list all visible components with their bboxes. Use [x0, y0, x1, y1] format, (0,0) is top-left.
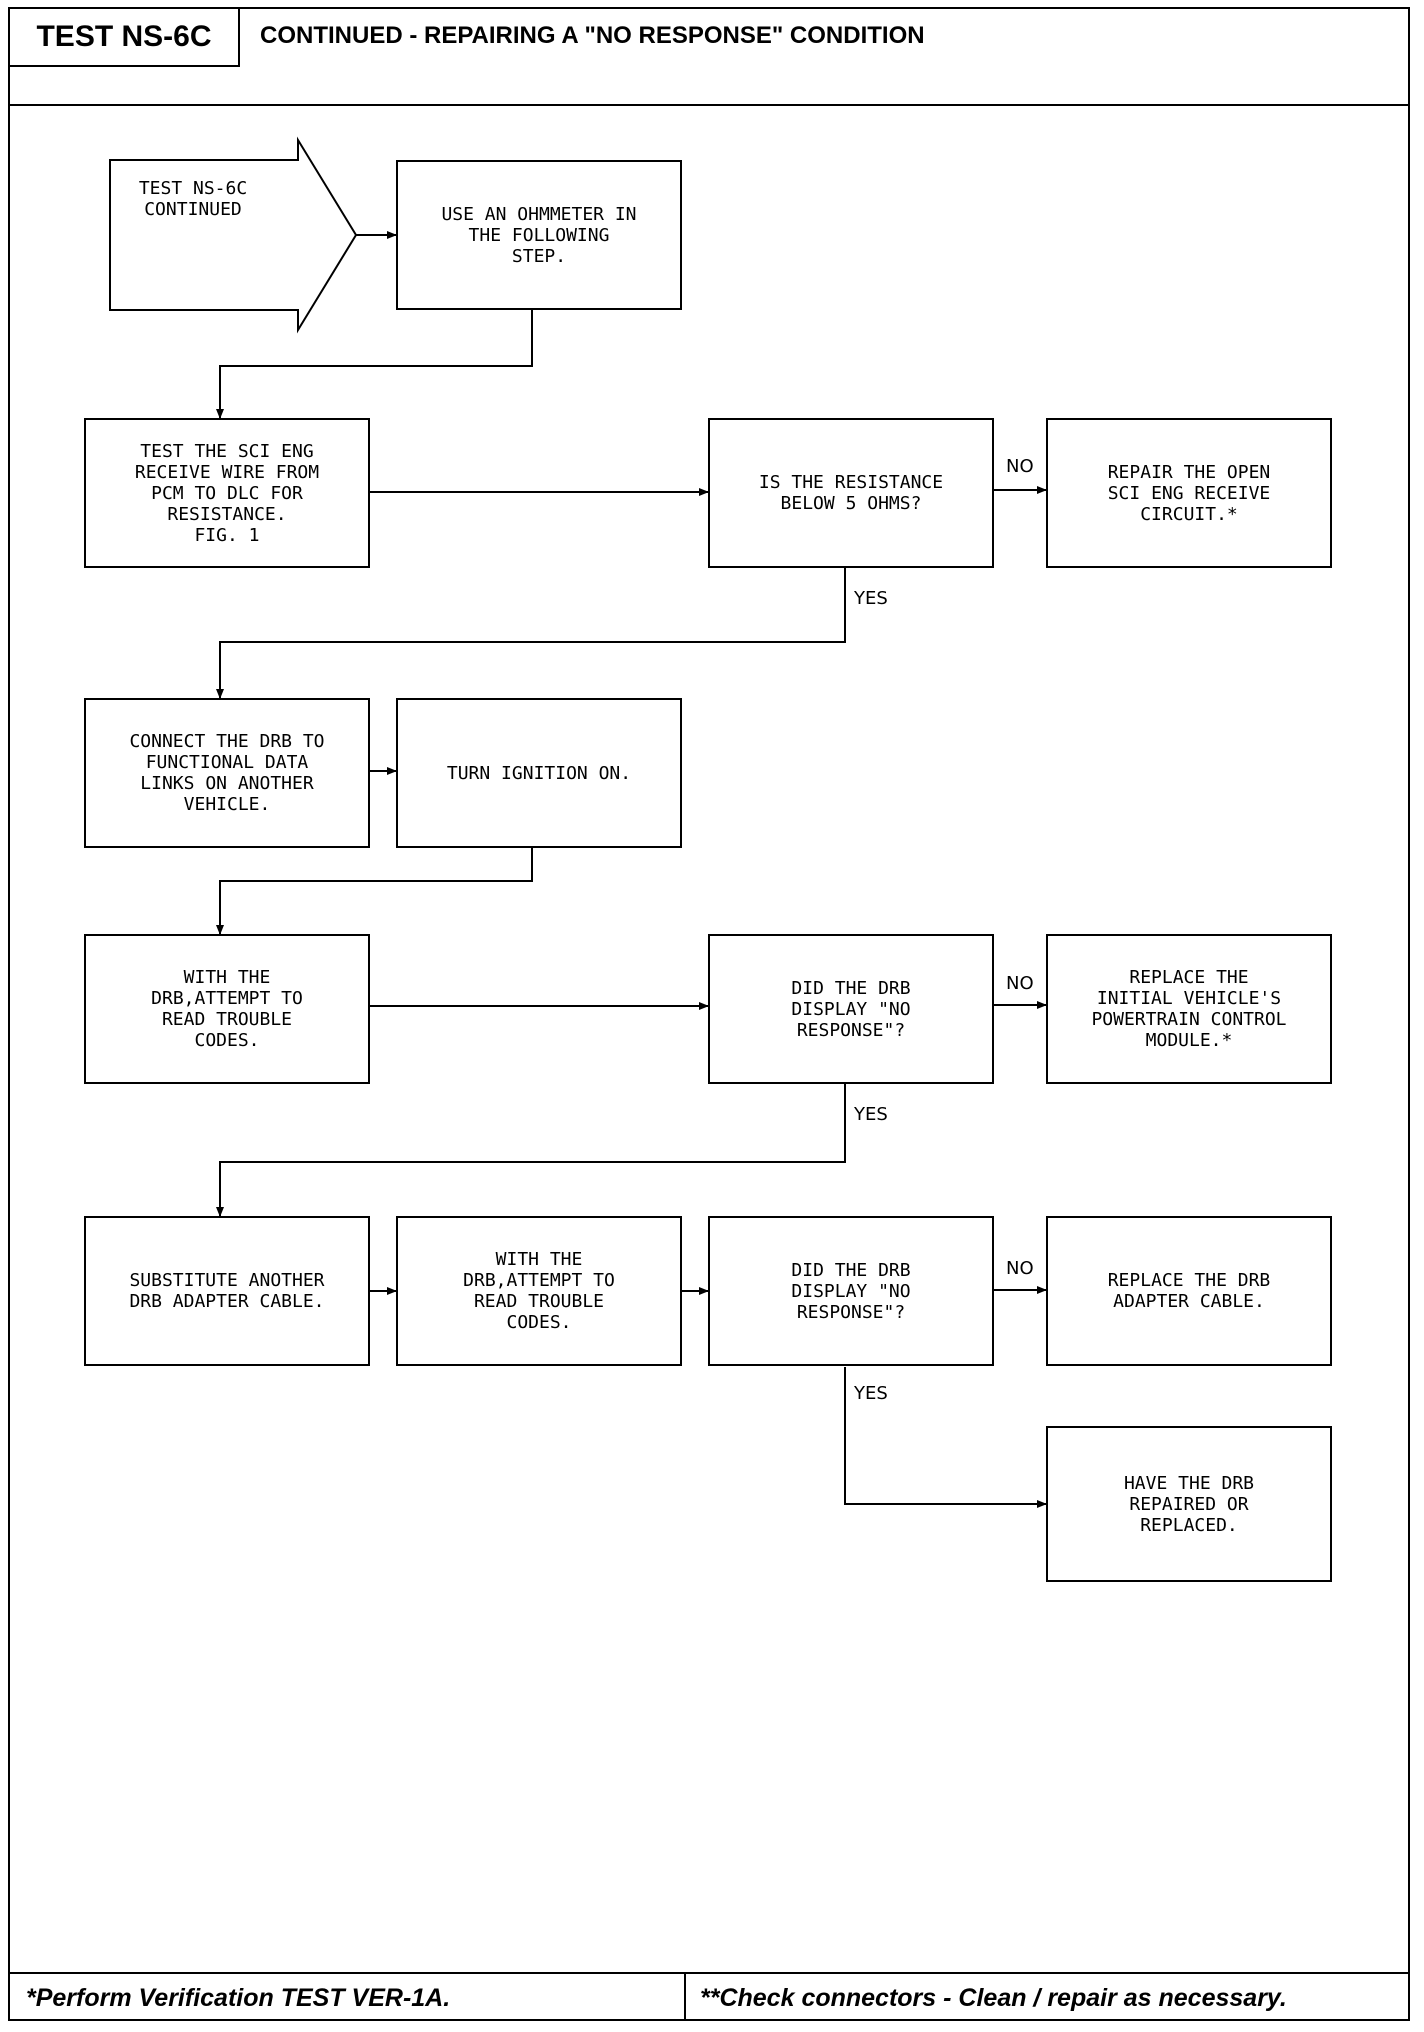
step-turn-ignition-on-text: TURN IGNITION ON.	[446, 762, 632, 784]
page-title: CONTINUED - REPAIRING A "NO RESPONSE" CO…	[260, 22, 925, 49]
decision-no-response-2-text: DID THE DRB DISPLAY "NO RESPONSE"?	[791, 1259, 911, 1323]
step-repair-open-circuit: REPAIR THE OPEN SCI ENG RECEIVE CIRCUIT.…	[1046, 418, 1332, 568]
decision-resistance: IS THE RESISTANCE BELOW 5 OHMS?	[708, 418, 994, 568]
decision-no-response-1: DID THE DRB DISPLAY "NO RESPONSE"?	[708, 934, 994, 1084]
step-connect-drb-text: CONNECT THE DRB TO FUNCTIONAL DATA LINKS…	[129, 731, 325, 815]
decision-no-response-1-text: DID THE DRB DISPLAY "NO RESPONSE"?	[791, 977, 911, 1041]
branch-label-no-2: NO	[1006, 973, 1034, 994]
step-replace-pcm-text: REPLACE THE INITIAL VEHICLE'S POWERTRAIN…	[1091, 967, 1287, 1051]
decision-resistance-text: IS THE RESISTANCE BELOW 5 OHMS?	[758, 472, 944, 514]
step-test-sci-wire-text: TEST THE SCI ENG RECEIVE WIRE FROM PCM T…	[134, 440, 320, 546]
step-test-sci-wire: TEST THE SCI ENG RECEIVE WIRE FROM PCM T…	[84, 418, 370, 568]
step-replace-adapter-cable-text: REPLACE THE DRB ADAPTER CABLE.	[1107, 1270, 1271, 1312]
start-arrow-shape	[109, 136, 358, 334]
footer-column-divider	[684, 1972, 686, 2021]
step-substitute-cable: SUBSTITUTE ANOTHER DRB ADAPTER CABLE.	[84, 1216, 370, 1366]
page-frame	[8, 7, 1410, 2021]
step-substitute-cable-text: SUBSTITUTE ANOTHER DRB ADAPTER CABLE.	[129, 1270, 325, 1312]
branch-label-yes-2: YES	[854, 1104, 888, 1125]
step-attempt-read-codes-2: WITH THE DRB,ATTEMPT TO READ TROUBLE COD…	[396, 1216, 682, 1366]
branch-label-no-1: NO	[1006, 456, 1034, 477]
decision-no-response-2: DID THE DRB DISPLAY "NO RESPONSE"?	[708, 1216, 994, 1366]
footer-note-verification: *Perform Verification TEST VER-1A.	[26, 1984, 451, 2012]
step-use-ohmmeter: USE AN OHMMETER IN THE FOLLOWING STEP.	[396, 160, 682, 310]
test-id: TEST NS-6C	[8, 7, 240, 67]
step-repair-drb-text: HAVE THE DRB REPAIRED OR REPLACED.	[1123, 1472, 1255, 1536]
start-label: TEST NS-6C CONTINUED	[138, 178, 248, 220]
step-attempt-read-codes-1: WITH THE DRB,ATTEMPT TO READ TROUBLE COD…	[84, 934, 370, 1084]
step-repair-drb: HAVE THE DRB REPAIRED OR REPLACED.	[1046, 1426, 1332, 1582]
footer-divider	[8, 1972, 1410, 1974]
step-attempt-read-codes-2-text: WITH THE DRB,ATTEMPT TO READ TROUBLE COD…	[463, 1249, 615, 1333]
branch-label-no-3: NO	[1006, 1258, 1034, 1279]
step-replace-adapter-cable: REPLACE THE DRB ADAPTER CABLE.	[1046, 1216, 1332, 1366]
step-attempt-read-codes-1-text: WITH THE DRB,ATTEMPT TO READ TROUBLE COD…	[151, 967, 303, 1051]
branch-label-yes-3: YES	[854, 1383, 888, 1404]
header-divider	[8, 104, 1410, 106]
step-repair-open-circuit-text: REPAIR THE OPEN SCI ENG RECEIVE CIRCUIT.…	[1107, 461, 1271, 525]
step-use-ohmmeter-text: USE AN OHMMETER IN THE FOLLOWING STEP.	[441, 203, 637, 267]
step-connect-drb: CONNECT THE DRB TO FUNCTIONAL DATA LINKS…	[84, 698, 370, 848]
footer-note-connectors: **Check connectors - Clean / repair as n…	[700, 1984, 1287, 2012]
step-replace-pcm: REPLACE THE INITIAL VEHICLE'S POWERTRAIN…	[1046, 934, 1332, 1084]
step-turn-ignition-on: TURN IGNITION ON.	[396, 698, 682, 848]
branch-label-yes-1: YES	[854, 588, 888, 609]
